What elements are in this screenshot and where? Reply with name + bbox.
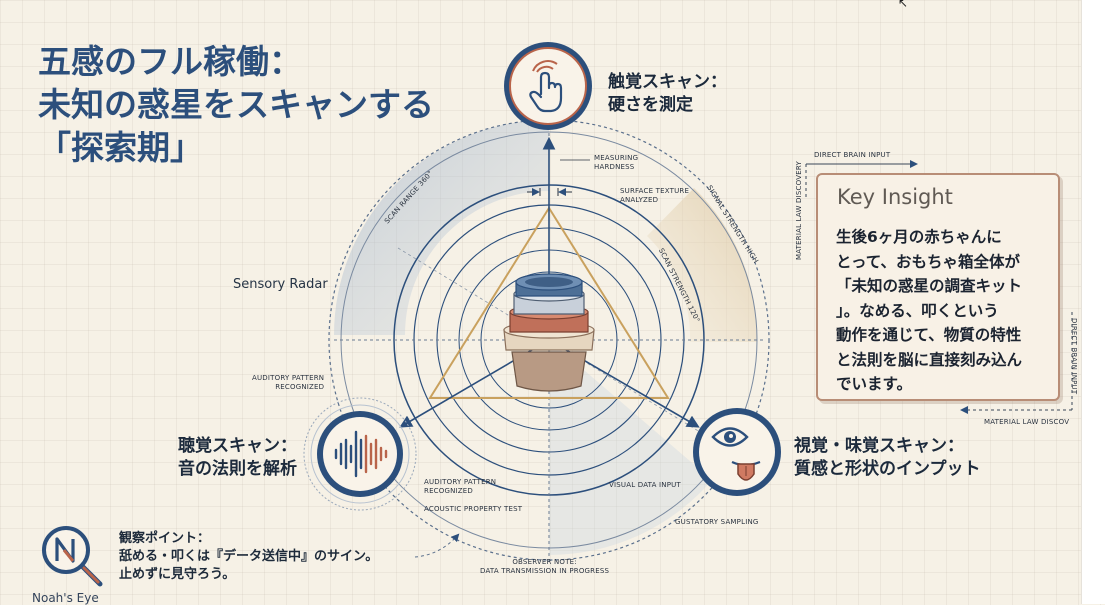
hearing-scan-label: 聴覚スキャン： 音の法則を解析 [178, 436, 297, 479]
observer-note-annotation: OBSERVER NOTE:DATA TRANSMISSION IN PROGR… [480, 558, 610, 575]
scan-strength-sector [647, 188, 758, 342]
sound-wave-icon [334, 430, 388, 478]
touch-icon-circle [504, 42, 592, 130]
magnifier-n-icon [42, 526, 103, 587]
vision-icon-circle [693, 408, 781, 496]
observation-leader [414, 533, 460, 558]
vision-taste-scan-label: 視覚・味覚スキャン： 質感と形状のインプット [794, 436, 981, 479]
gustatory-annotation: GUSTATORY SAMPLING [675, 518, 759, 526]
observation-point: 観察ポイント： 舐める・叩くは『データ送信中』のサイン。 止めずに見守ろう。 [119, 531, 379, 582]
acoustic-test-annotation: ACOUSTIC PROPERTY TEST [424, 505, 523, 513]
cursor-icon: ↖ [898, 0, 909, 10]
key-insight-title: Key Insight [837, 185, 953, 209]
touch-scan-label: 触覚スキャン： 硬さを測定 [608, 72, 727, 115]
eye-icon [711, 427, 749, 447]
title-line-1: 五感のフル稼働： [38, 42, 302, 81]
stacking-cup-icon [503, 273, 595, 392]
visual-input-annotation: VISUAL DATA INPUT [609, 481, 681, 489]
direct-brain-side-annotation: DIRECT BRAIN INPUT [1070, 318, 1078, 395]
key-insight-body: 生後6ヶ月の赤ちゃんに とって、おもちゃ箱全体が 「未知の惑星の調査キット 」。… [836, 228, 1023, 393]
sensory-radar-diagram [42, 42, 1073, 587]
touch-hand-icon [529, 71, 563, 113]
brand-name: Noah's Eye [32, 591, 99, 605]
hearing-icon-circle [303, 397, 417, 511]
outer-dashed-ring [328, 119, 770, 561]
scrollbar-strip[interactable] [1081, 0, 1105, 604]
title-line-3: 「探索期」 [38, 128, 203, 167]
material-law-bottom-annotation: MATERIAL LAW DISCOV [984, 418, 1070, 426]
infographic-page: 五感のフル稼働： 未知の惑星をスキャンする 「探索期」 [32, 40, 1078, 605]
tongue-icon [731, 460, 761, 481]
direct-brain-top-annotation: DIRECT BRAIN INPUT [814, 151, 891, 159]
key-insight-box: Key Insight 生後6ヶ月の赤ちゃんに とって、おもちゃ箱全体が 「未知… [816, 173, 1060, 401]
gold-triangle [428, 206, 670, 399]
sensory-radar-label: Sensory Radar [233, 277, 328, 292]
material-law-side-annotation: MATERIAL LAW DISCOVERY [795, 161, 803, 260]
title-line-2: 未知の惑星をスキャンする [38, 85, 434, 124]
page-title: 五感のフル稼働： 未知の惑星をスキャンする 「探索期」 [38, 40, 434, 169]
